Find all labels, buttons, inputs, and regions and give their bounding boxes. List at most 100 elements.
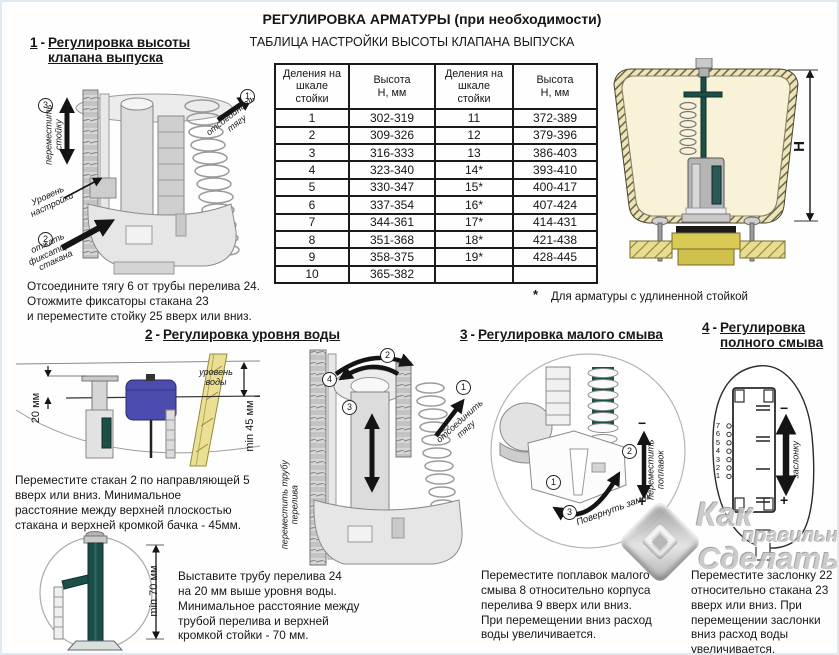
step-badge-3: 3	[342, 400, 357, 415]
watermark-word-2: правильно	[742, 525, 839, 547]
label-dim-min45: min 45 мм	[244, 400, 256, 452]
step-badge-2: 2	[38, 232, 53, 247]
table-cell: 407-424	[512, 195, 598, 215]
section-3-heading: 3-Регулировка малого смыва	[460, 327, 663, 342]
label-plus: +	[638, 493, 647, 509]
section-4-text: Переместите заслонку 22 относительно ста…	[691, 568, 833, 655]
watermark: Как правильно Сделать	[614, 496, 839, 604]
table-cell: 323-340	[348, 160, 436, 180]
section-4-heading: 4-Регулировка полного смыва	[702, 320, 824, 350]
section-2-text-1: Переместите стакан 2 по направляющей 5 в…	[15, 473, 250, 532]
label-scale-numbers: 7 6 5 4 3 2 1	[715, 421, 720, 481]
table-header-cell: Деления на шкале стойки	[274, 62, 350, 111]
table-header-cell: Высота Н, мм	[348, 62, 436, 111]
overflow-cutaway-drawing	[309, 349, 465, 566]
table-cell	[434, 264, 514, 285]
step-badge-1: 1	[456, 380, 471, 395]
table-cell: 4	[274, 160, 350, 180]
step-badge-4: 4	[322, 372, 337, 387]
table-cell: 400-417	[512, 177, 598, 198]
water-level-diagram: 20 мм уровень воды min 45 мм	[14, 352, 264, 470]
valve-height-table: Деления на шкале стойки Высота Н, мм Дел…	[274, 62, 598, 285]
table-cell: 5	[274, 177, 350, 198]
table-cell	[512, 264, 598, 285]
full-flush-diagram: 7 6 5 4 3 2 1 − + переместить заслонку	[700, 360, 837, 565]
table-cell: 18*	[434, 229, 514, 250]
table-cell: 17*	[434, 212, 514, 232]
table-header-cell: Высота Н, мм	[512, 62, 598, 111]
table-cell: 8	[274, 229, 350, 250]
table-cell: 11	[434, 108, 514, 128]
step-badge-1: 1	[546, 475, 561, 490]
table-cell: 386-403	[512, 142, 598, 163]
table-cell: 6	[274, 195, 350, 215]
label-water-level: уровень воды	[199, 367, 233, 387]
label-move-flap: переместить заслонку	[780, 429, 800, 490]
table-cell: 309-326	[348, 125, 436, 146]
table-cell: 428-445	[512, 247, 598, 267]
table-cell: 358-375	[348, 247, 436, 267]
table-cell: 16*	[434, 195, 514, 215]
section-4-title: Регулировка полного смыва	[720, 320, 824, 350]
label-move-overflow-pipe: переместить трубу перелива	[279, 460, 299, 550]
table-cell: 421-438	[512, 229, 598, 250]
label-move-stand: переместить стойку	[43, 104, 63, 165]
table-cell: 3	[274, 142, 350, 163]
water-level-drawing	[15, 353, 261, 467]
footnote-text: Для арматуры с удлиненной стойкой	[551, 291, 748, 303]
step-badge-2: 2	[380, 348, 395, 363]
footnote-star: *	[533, 287, 539, 302]
overflow-pipe-adjust-diagram: 2 4 3 1 отсоединить тягу переместить тру…	[279, 340, 485, 575]
label-minus: −	[638, 415, 647, 431]
full-flush-drawing	[712, 365, 815, 561]
table-cell: 1	[274, 108, 350, 128]
section-1-heading: 1-Регулировка высоты клапана выпуска	[30, 35, 191, 65]
small-flush-diagram: 1 3 2 Повернуть замок − + переместить по…	[476, 347, 686, 562]
step-badge-3: 3	[38, 98, 53, 113]
table-cell: 393-410	[512, 160, 598, 180]
table-cell: 14*	[434, 160, 514, 180]
section-4-number: 4	[702, 320, 710, 335]
table-cell: 15*	[434, 177, 514, 198]
label-minus: −	[780, 400, 789, 416]
overflow-pipe-drawing	[39, 531, 164, 651]
watermark-word-3: Сделать	[698, 541, 839, 576]
section-3-text: Переместите поплавок малого смыва 8 отно…	[481, 568, 652, 642]
watermark-logo	[617, 499, 703, 585]
table-cell: 365-382	[348, 264, 436, 285]
section-1-number: 1	[30, 35, 38, 50]
label-dim-min70: min 70 мм	[148, 565, 160, 617]
label-height-h: Н	[790, 141, 808, 152]
valve-cutaway-drawing	[58, 89, 254, 275]
section-1-text: Отсоедините тягу 6 от трубы перелива 24.…	[27, 279, 261, 323]
valve-height-diagram: 3 1 2 переместить стойку отсоединить тяг…	[26, 86, 271, 281]
table-cell: 9	[274, 247, 350, 267]
table-cell: 414-431	[512, 212, 598, 232]
tank-drawing	[613, 57, 818, 266]
table-cell: 351-368	[348, 229, 436, 250]
section-3-number: 3	[460, 327, 468, 342]
table-cell: 302-319	[348, 108, 436, 128]
section-3-title: Регулировка малого смыва	[478, 327, 663, 342]
table-cell: 2	[274, 125, 350, 146]
overflow-pipe-detail-diagram: min 70 мм	[14, 529, 174, 653]
label-dim-20mm: 20 мм	[30, 392, 42, 424]
table-cell: 337-354	[348, 195, 436, 215]
watermark-word-1: Как	[696, 496, 754, 534]
step-badge-2: 2	[622, 444, 637, 459]
table-cell: 19*	[434, 247, 514, 267]
table-cell: 379-396	[512, 125, 598, 146]
section-2-title: Регулировка уровня воды	[163, 327, 341, 342]
page-subtitle: ТАБЛИЦА НАСТРОЙКИ ВЫСОТЫ КЛАПАНА ВЫПУСКА	[249, 35, 575, 49]
table-header-cell: Деления на шкале стойки	[434, 62, 514, 111]
section-2-number: 2	[145, 327, 153, 342]
